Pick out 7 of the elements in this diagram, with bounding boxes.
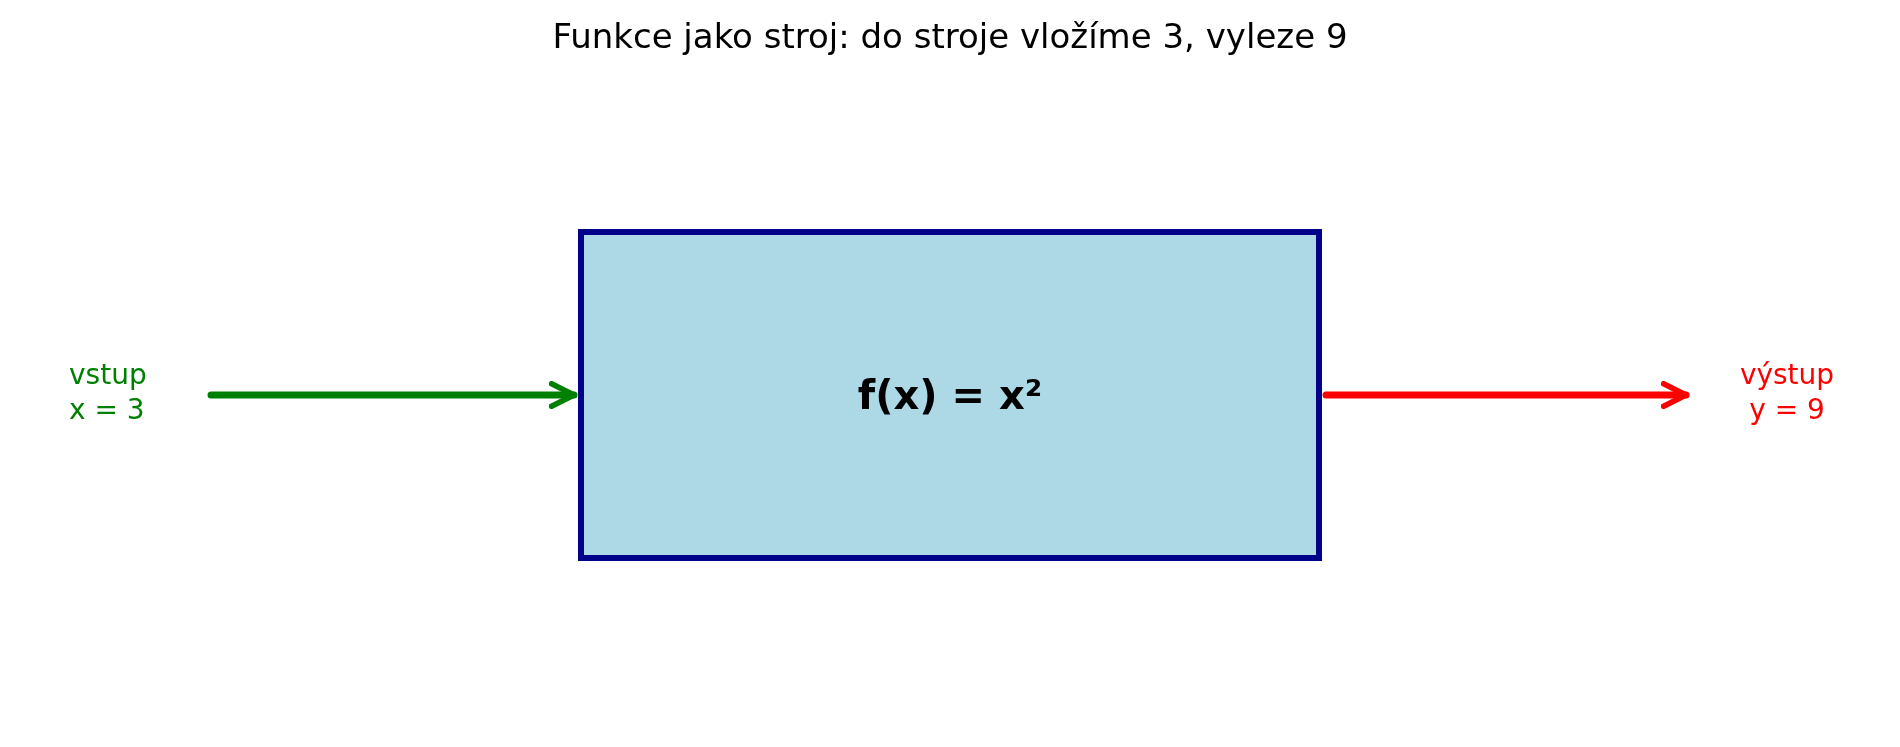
arrow <box>207 381 578 409</box>
function-box <box>578 229 1322 561</box>
value-label: vstup x = 3 <box>69 357 165 433</box>
arrow <box>1322 381 1690 409</box>
diagram-title: Funkce jako stroj: do stroje vložíme 3, vyleze 9 <box>551 16 1349 56</box>
value-label: výstup y = 9 <box>1728 357 1846 433</box>
formula: f(x) = x² <box>857 372 1043 418</box>
